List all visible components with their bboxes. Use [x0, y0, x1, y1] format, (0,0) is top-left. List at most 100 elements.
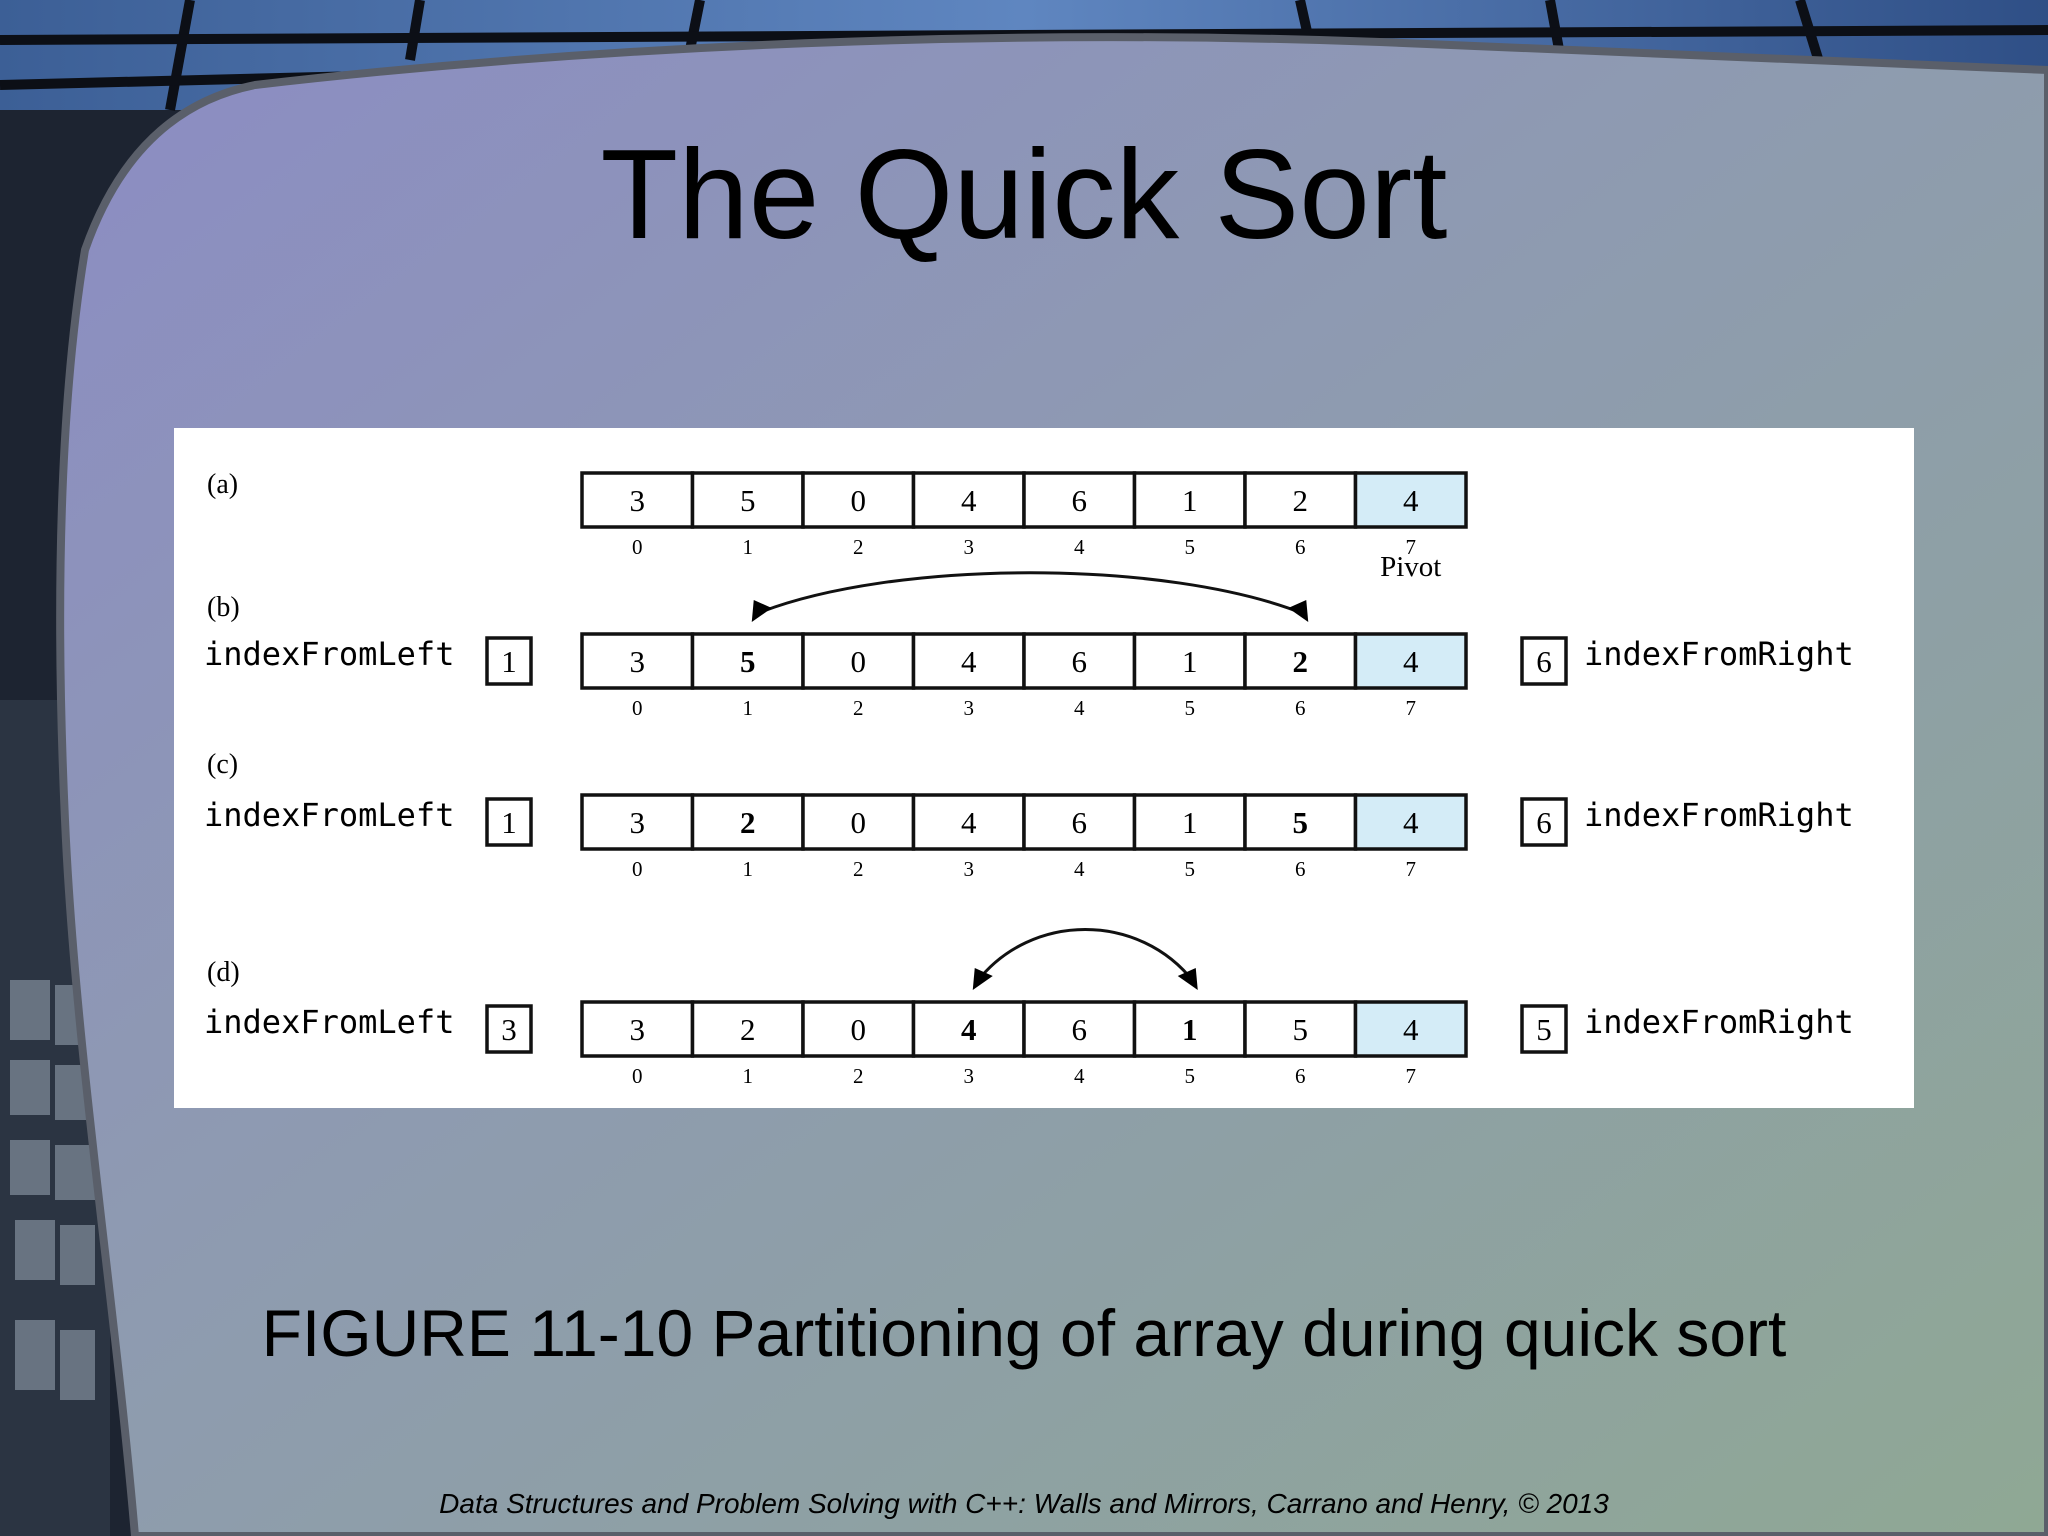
index-from-left-label: indexFromLeft [204, 1003, 454, 1041]
cell-value: 3 [630, 644, 646, 679]
index-label: 4 [1074, 1064, 1085, 1088]
index-label: 3 [964, 1064, 975, 1088]
array-cell [1132, 1000, 1247, 1058]
index-label: 1 [743, 1064, 754, 1088]
array-cell [801, 1000, 916, 1058]
swap-arrow [975, 928, 1195, 983]
index-from-right-label: indexFromRight [1584, 1003, 1854, 1041]
array-cell [1022, 632, 1137, 690]
array-cell [1022, 471, 1137, 529]
array-cell [911, 632, 1026, 690]
index-label: 7 [1406, 535, 1417, 559]
array-cell [1022, 1000, 1137, 1058]
pivot-cell [1353, 471, 1468, 529]
index-label: 1 [743, 696, 754, 720]
row-label: (d) [207, 957, 240, 988]
cell-value: 6 [1072, 1012, 1088, 1047]
index-from-left-box [485, 636, 533, 686]
index-label: 7 [1406, 857, 1417, 881]
index-label: 6 [1295, 857, 1306, 881]
index-from-right-value: 6 [1536, 644, 1552, 679]
index-label: 1 [743, 535, 754, 559]
pivot-cell [1353, 632, 1468, 690]
index-from-right-box [1520, 797, 1568, 847]
swap-arrowhead-left [751, 600, 772, 622]
cell-value: 5 [1293, 805, 1309, 840]
cell-value: 4 [961, 644, 977, 679]
cell-value: 5 [1293, 1012, 1309, 1047]
array-cell [801, 632, 916, 690]
cell-value: 3 [630, 805, 646, 840]
cell-value: 0 [851, 483, 867, 518]
index-from-left-value: 1 [501, 805, 517, 840]
cell-value: 6 [1072, 483, 1088, 518]
index-label: 1 [743, 857, 754, 881]
index-from-right-label: indexFromRight [1584, 796, 1854, 834]
pivot-cell [1353, 793, 1468, 851]
row-label: (c) [207, 749, 238, 780]
row-label: (b) [207, 592, 240, 623]
index-label: 4 [1074, 535, 1085, 559]
cell-value: 0 [851, 805, 867, 840]
cell-value: 4 [961, 483, 977, 518]
index-label: 4 [1074, 696, 1085, 720]
cell-value: 1 [1182, 483, 1198, 518]
cell-value: 5 [740, 644, 756, 679]
index-label: 7 [1406, 1064, 1417, 1088]
index-label: 2 [853, 857, 864, 881]
array-cell [1243, 632, 1358, 690]
index-from-right-label: indexFromRight [1584, 635, 1854, 673]
index-label: 2 [853, 535, 864, 559]
index-from-right-value: 5 [1536, 1012, 1552, 1047]
array-cell [1132, 471, 1247, 529]
cell-value: 3 [630, 483, 646, 518]
index-from-left-value: 3 [501, 1012, 517, 1047]
index-label: 4 [1074, 857, 1085, 881]
array-cell [911, 471, 1026, 529]
cell-value: 4 [1403, 644, 1419, 679]
cell-value: 4 [961, 1012, 977, 1047]
cell-value: 2 [1293, 483, 1309, 518]
index-label: 5 [1185, 1064, 1196, 1088]
index-from-left-box [485, 1004, 533, 1054]
slide-title: The Quick Sort [600, 123, 1448, 265]
array-cell [911, 793, 1026, 851]
array-cell [801, 793, 916, 851]
index-label: 6 [1295, 535, 1306, 559]
index-label: 2 [853, 696, 864, 720]
swap-arrowhead-right [1288, 600, 1309, 622]
index-label: 3 [964, 535, 975, 559]
index-label: 0 [632, 535, 643, 559]
row-label: (a) [207, 469, 238, 500]
cell-value: 2 [1293, 644, 1309, 679]
array-cell [690, 793, 805, 851]
index-label: 5 [1185, 857, 1196, 881]
cell-value: 3 [630, 1012, 646, 1047]
index-from-left-label: indexFromLeft [204, 635, 454, 673]
cell-value: 6 [1072, 644, 1088, 679]
index-from-right-value: 6 [1536, 805, 1552, 840]
cell-value: 4 [1403, 1012, 1419, 1047]
slide-footer: Data Structures and Problem Solving with… [439, 1488, 1609, 1519]
index-from-right-box [1520, 636, 1568, 686]
array-cell [690, 1000, 805, 1058]
cell-value: 4 [1403, 483, 1419, 518]
index-from-left-box [485, 797, 533, 847]
index-from-left-label: indexFromLeft [204, 796, 454, 834]
index-label: 2 [853, 1064, 864, 1088]
index-label: 7 [1406, 696, 1417, 720]
swap-arrowhead-right [1177, 968, 1198, 990]
cell-value: 1 [1182, 805, 1198, 840]
figure-caption: FIGURE 11-10 Partitioning of array durin… [261, 1296, 1787, 1370]
array-cell [580, 1000, 695, 1058]
index-label: 5 [1185, 535, 1196, 559]
cell-value: 1 [1182, 644, 1198, 679]
array-cell [580, 471, 695, 529]
cell-value: 5 [740, 483, 756, 518]
cell-value: 6 [1072, 805, 1088, 840]
index-label: 6 [1295, 696, 1306, 720]
pivot-cell [1353, 1000, 1468, 1058]
cell-value: 4 [961, 805, 977, 840]
array-cell [911, 1000, 1026, 1058]
